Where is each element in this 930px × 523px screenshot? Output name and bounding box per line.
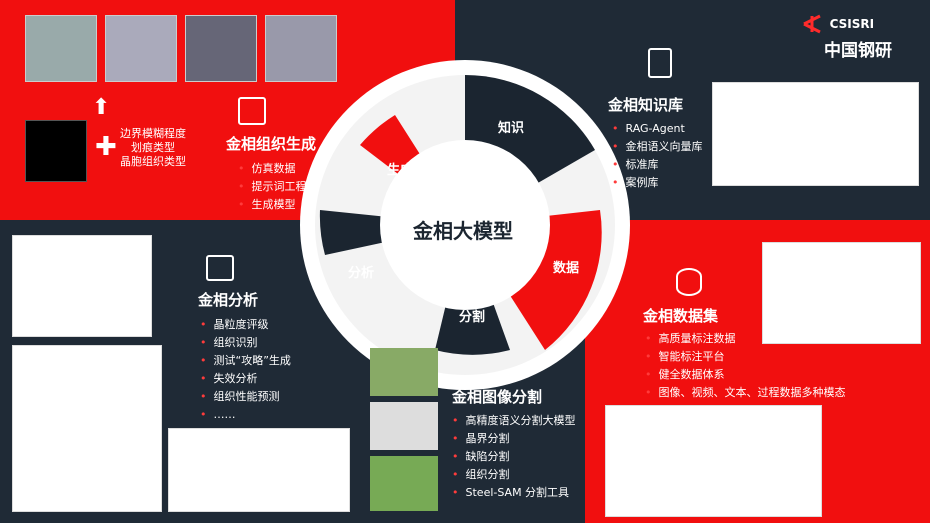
arrow-up-icon: ⬆ xyxy=(92,95,111,120)
dataset-flow-image xyxy=(762,242,921,344)
segmentation-list: 高精度语义分割大模型 晶界分割 缺陷分割 组织分割 Steel-SAM 分割工具 xyxy=(452,412,576,502)
analysis-item: 失效分析 xyxy=(200,370,291,388)
analysis-report-image-2 xyxy=(12,345,162,512)
segmentation-item: 晶界分割 xyxy=(452,430,576,448)
dataset-item: 高质量标注数据 xyxy=(645,330,846,348)
type-2: 晶胞组织类型 xyxy=(120,155,186,168)
knowledge-item: RAG-Agent xyxy=(612,120,703,138)
analysis-item: 晶粒度评级 xyxy=(200,316,291,334)
segmentation-item: Steel-SAM 分割工具 xyxy=(452,484,576,502)
texture-thumb-2 xyxy=(105,15,177,82)
plus-icon: ✚ xyxy=(95,132,117,162)
knowledge-item: 标准库 xyxy=(612,156,703,174)
analysis-list: 晶粒度评级 组织识别 测试“攻略”生成 失效分析 组织性能预测 …… xyxy=(200,316,291,424)
knowledge-title: 金相知识库 xyxy=(608,96,684,114)
knowledge-item: 金相语义向量库 xyxy=(612,138,703,156)
wheel-label-data: 数据 xyxy=(553,261,580,276)
segmentation-item: 高精度语义分割大模型 xyxy=(452,412,576,430)
texture-thumb-1 xyxy=(25,15,97,82)
type-0: 边界模糊程度 xyxy=(120,127,186,140)
logo-text-cn: 中国钢研 xyxy=(824,41,892,61)
logo-text-en: CSISRI xyxy=(829,17,875,31)
dataset-network-image xyxy=(605,405,822,517)
dataset-title: 金相数据集 xyxy=(643,307,719,325)
generation-item: 提示词工程 xyxy=(238,178,307,196)
knowledge-item: 案例库 xyxy=(612,174,703,192)
analysis-report-image-1 xyxy=(12,235,152,337)
analysis-item: 组织识别 xyxy=(200,334,291,352)
generation-item: 生成模型 xyxy=(238,196,307,214)
dataset-item: 智能标注平台 xyxy=(645,348,846,366)
segmentation-item: 缺陷分割 xyxy=(452,448,576,466)
wheel-label-segment: 分割 xyxy=(459,310,486,325)
image-icon xyxy=(238,97,266,125)
analysis-flow-image xyxy=(168,428,350,512)
wheel-label-generate: 生成 xyxy=(387,163,414,178)
dataset-item: 图像、视频、文本、过程数据多种模态 xyxy=(645,384,846,402)
generation-item: 仿真数据 xyxy=(238,160,307,178)
analysis-title: 金相分析 xyxy=(198,291,259,309)
generation-title: 金相组织生成 xyxy=(226,135,317,153)
dataset-list: 高质量标注数据 智能标注平台 健全数据体系 图像、视频、文本、过程数据多种模态 xyxy=(645,330,846,402)
grain-thumb xyxy=(25,120,87,182)
center-wheel xyxy=(300,60,630,390)
analysis-item: 测试“攻略”生成 xyxy=(200,352,291,370)
analysis-icon xyxy=(206,255,234,281)
generation-types: 边界模糊程度 划痕类型 晶胞组织类型 xyxy=(120,127,186,169)
knowledge-list: RAG-Agent 金相语义向量库 标准库 案例库 xyxy=(612,120,703,192)
segmentation-item: 组织分割 xyxy=(452,466,576,484)
analysis-item: 组织性能预测 xyxy=(200,388,291,406)
texture-thumb-4 xyxy=(265,15,337,82)
database-icon xyxy=(676,268,702,296)
texture-thumb-3 xyxy=(185,15,257,82)
logo-mark-icon xyxy=(800,12,824,36)
segmentation-image-2 xyxy=(370,402,438,450)
type-1: 划痕类型 xyxy=(131,141,175,154)
wheel-label-knowledge: 知识 xyxy=(498,121,525,136)
dataset-item: 健全数据体系 xyxy=(645,366,846,384)
knowledge-graph-image xyxy=(712,82,919,186)
wheel-label-analysis: 分析 xyxy=(348,266,375,281)
logo: CSISRI 中国钢研 xyxy=(800,12,892,61)
analysis-item: …… xyxy=(200,406,291,424)
center-title: 金相大模型 xyxy=(413,219,513,243)
segmentation-image-3 xyxy=(370,456,438,511)
document-icon xyxy=(648,48,672,78)
generation-list: 仿真数据 提示词工程 生成模型 xyxy=(238,160,307,214)
segmentation-image-1 xyxy=(370,348,438,396)
segmentation-title: 金相图像分割 xyxy=(452,388,543,406)
